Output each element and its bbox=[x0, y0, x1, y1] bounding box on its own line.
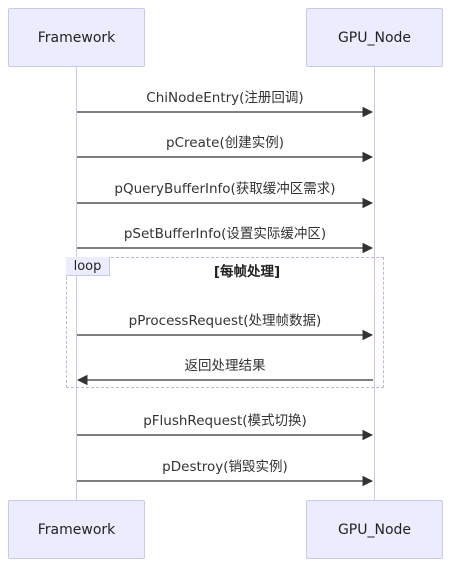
message-label: pQueryBufferInfo(获取缓冲区需求) bbox=[114, 181, 336, 197]
framework-lifeline bbox=[76, 67, 77, 500]
message-label: 返回处理结果 bbox=[184, 358, 266, 374]
gpu-node-lifeline bbox=[374, 67, 375, 500]
actor-gpu-node-bottom[interactable]: GPU_Node bbox=[306, 500, 443, 559]
actor-framework-top[interactable]: Framework bbox=[8, 8, 145, 67]
message-label: pFlushRequest(模式切换) bbox=[143, 413, 307, 429]
message-label: ChiNodeEntry(注册回调) bbox=[146, 90, 304, 106]
loop-title: [每帧处理] bbox=[213, 264, 281, 280]
message-label: pCreate(创建实例) bbox=[166, 135, 284, 151]
message-label: pProcessRequest(处理帧数据) bbox=[128, 313, 322, 329]
message-label: pDestroy(销毁实例) bbox=[162, 459, 288, 475]
actor-framework-bottom[interactable]: Framework bbox=[8, 500, 145, 559]
loop-tag: loop bbox=[66, 257, 110, 276]
actor-gpu-node-top[interactable]: GPU_Node bbox=[306, 8, 443, 67]
loop-frame bbox=[66, 257, 384, 388]
message-label: pSetBufferInfo(设置实际缓冲区) bbox=[123, 226, 327, 242]
